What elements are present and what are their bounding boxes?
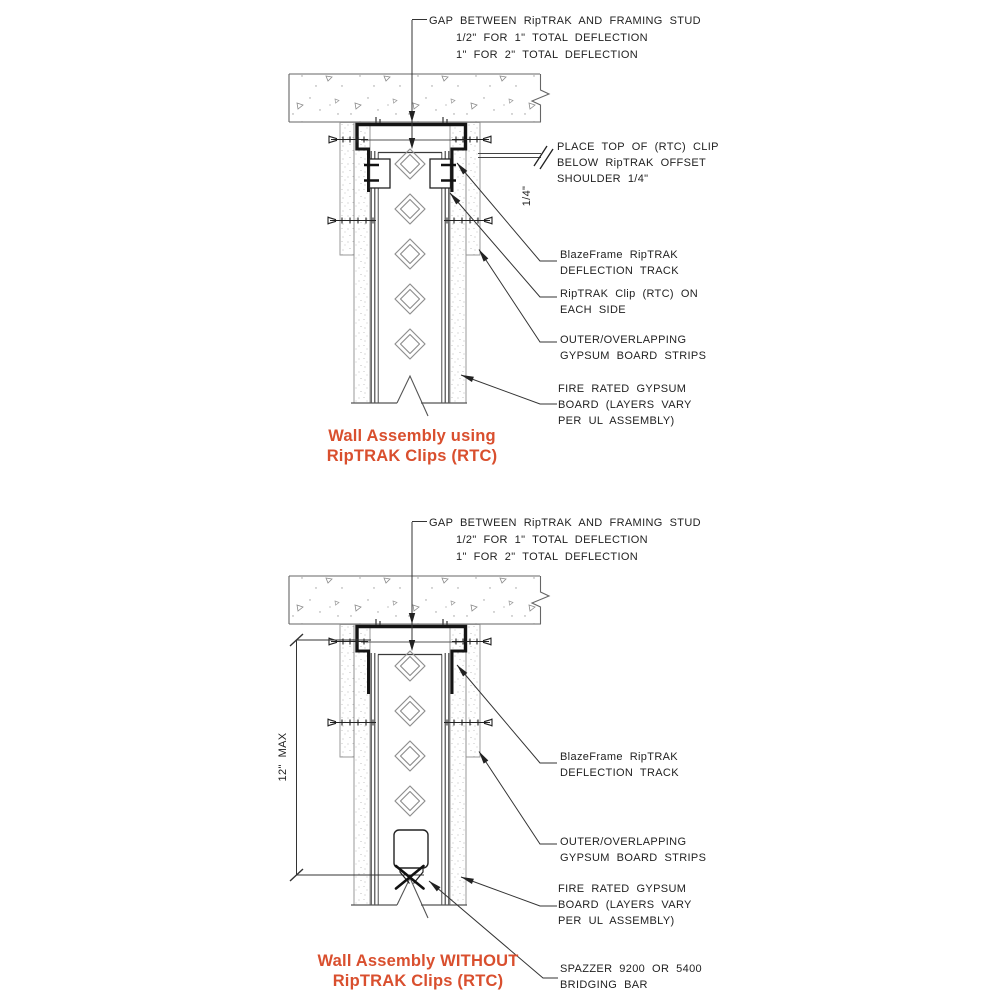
gap-note-line-1: GAP BETWEEN RipTRAK AND FRAMING STUD: [429, 15, 701, 27]
fire-board-label-line-3: PER UL ASSEMBLY): [558, 915, 675, 927]
gap-note-line-3: 1" FOR 2" TOTAL DEFLECTION: [456, 49, 639, 61]
track-label-line-1: BlazeFrame RipTRAK: [560, 249, 678, 261]
gap-note-line-3: 1" FOR 2" TOTAL DEFLECTION: [456, 551, 639, 563]
outer-strip-label-line-1: OUTER/OVERLAPPING: [560, 836, 687, 848]
gap-note-line-2: 1/2" FOR 1" TOTAL DEFLECTION: [456, 534, 648, 546]
fire-board-label-line-2: BOARD (LAYERS VARY: [558, 899, 692, 911]
clip-bolts-left: [364, 163, 379, 182]
leader-track: [456, 664, 557, 764]
outer-strip-label-line-1: OUTER/OVERLAPPING: [560, 334, 687, 346]
top-detail-title: Wall Assembly using RipTRAK Clips (RTC): [287, 426, 537, 466]
gap-leader-bottom: [408, 521, 427, 651]
shoulder-note-line-3: SHOULDER 1/4": [557, 173, 649, 185]
gap-note-line-1: GAP BETWEEN RipTRAK AND FRAMING STUD: [429, 517, 701, 529]
outer-strip-label-line-2: GYPSUM BOARD STRIPS: [560, 350, 707, 362]
clip-bolts-right: [441, 163, 456, 182]
leader-spazzer: [428, 880, 558, 979]
top-title-line-1: Wall Assembly using: [328, 427, 496, 445]
leader-fire-board: [460, 876, 557, 907]
clip-label-line-2: EACH SIDE: [560, 304, 626, 316]
shoulder-offset-dimension: [478, 145, 554, 170]
track-label-line-1: BlazeFrame RipTRAK: [560, 751, 678, 763]
gap-note-line-2: 1/2" FOR 1" TOTAL DEFLECTION: [456, 32, 648, 44]
fire-board-label-line-3: PER UL ASSEMBLY): [558, 415, 675, 427]
shoulder-offset-dim-label: 1/4": [521, 185, 533, 207]
bottom-title-line-1: Wall Assembly WITHOUT: [317, 952, 519, 970]
height-dimension: [289, 633, 424, 882]
track-label-line-2: DEFLECTION TRACK: [560, 767, 679, 779]
rtc-clip-right: [429, 158, 456, 189]
track-label-line-2: DEFLECTION TRACK: [560, 265, 679, 277]
height-dim-label: 12" MAX: [277, 732, 289, 782]
bridging-bar-cross: [394, 864, 425, 890]
stud-knockout-5: [394, 328, 426, 360]
leader-outer-strip: [478, 751, 557, 845]
leader-fire-board: [460, 374, 557, 405]
leader-track: [456, 162, 557, 262]
bottom-leaders: [428, 664, 558, 979]
rtc-clip-left: [364, 158, 391, 189]
outer-strip-label-line-2: GYPSUM BOARD STRIPS: [560, 852, 707, 864]
spazzer-bridging-bar: [393, 829, 429, 890]
fire-board-label-line-2: BOARD (LAYERS VARY: [558, 399, 692, 411]
shoulder-note-line-2: BELOW RipTRAK OFFSET: [557, 157, 707, 169]
leader-outer-strip: [478, 249, 557, 343]
wall-section-top: [289, 74, 549, 416]
top-leaders: [449, 162, 557, 405]
top-title-line-2: RipTRAK Clips (RTC): [326, 447, 498, 465]
spazzer-label-line-2: BRIDGING BAR: [560, 979, 648, 991]
leader-clip: [449, 192, 557, 298]
top-detail-extras: [364, 19, 557, 405]
clip-label-line-1: RipTRAK Clip (RTC) ON: [560, 288, 699, 300]
shoulder-note-line-1: PLACE TOP OF (RTC) CLIP: [557, 141, 719, 153]
fire-board-label-line-1: FIRE RATED GYPSUM: [558, 383, 687, 395]
bottom-detail-extras: [289, 521, 558, 979]
spazzer-label-line-1: SPAZZER 9200 OR 5400: [560, 963, 703, 975]
bottom-detail-title: Wall Assembly WITHOUT RipTRAK Clips (RTC…: [293, 951, 543, 991]
fire-board-label-line-1: FIRE RATED GYPSUM: [558, 883, 687, 895]
bottom-title-line-2: RipTRAK Clips (RTC): [332, 972, 504, 990]
gap-leader-top: [408, 19, 427, 149]
